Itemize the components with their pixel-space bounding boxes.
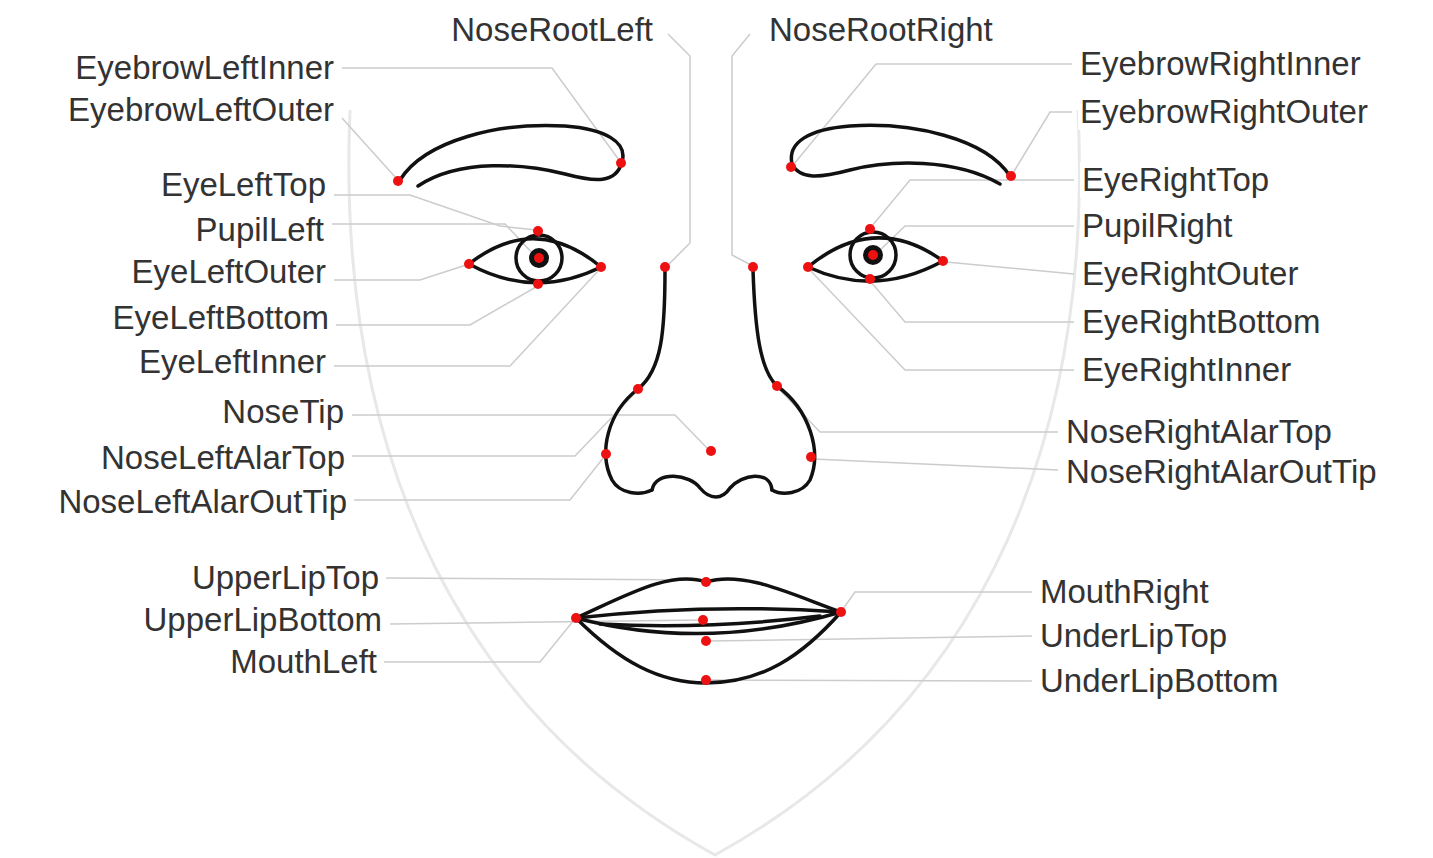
landmark-label: UnderLipTop: [1038, 618, 1229, 654]
landmark-label: NoseLeftAlarTop: [99, 440, 347, 476]
landmark-label: MouthRight: [1038, 574, 1211, 610]
landmark-label: EyebrowRightOuter: [1078, 94, 1370, 130]
landmark-label: NoseRootRight: [767, 12, 995, 48]
landmark-label: NoseLeftAlarOutTip: [56, 484, 349, 520]
leader-lines: [332, 34, 1074, 681]
landmark-label: EyebrowLeftInner: [73, 50, 336, 86]
landmark-label: EyeRightInner: [1080, 352, 1293, 388]
landmark-label: EyebrowLeftOuter: [66, 92, 336, 128]
landmark-label: EyeLeftBottom: [111, 300, 331, 336]
landmark-label: PupilLeft: [194, 212, 326, 248]
landmark-dots: [393, 158, 1016, 685]
landmark-label: EyeLeftTop: [159, 167, 328, 203]
facial-features: [400, 125, 1010, 683]
landmark-label: EyeLeftInner: [137, 344, 328, 380]
landmark-label: UpperLipTop: [190, 560, 381, 596]
landmark-label: EyeRightTop: [1080, 162, 1271, 198]
landmark-label: MouthLeft: [228, 644, 379, 680]
landmark-label: EyeRightOuter: [1080, 256, 1300, 292]
landmark-label: NoseRightAlarTop: [1064, 414, 1334, 450]
pupils: [529, 245, 883, 268]
landmark-label: UpperLipBottom: [142, 602, 384, 638]
landmark-label: UnderLipBottom: [1038, 663, 1280, 699]
landmark-label: EyeRightBottom: [1080, 304, 1322, 340]
landmark-label: NoseRootLeft: [449, 12, 655, 48]
landmark-label: EyebrowRightInner: [1078, 46, 1363, 82]
landmark-label: NoseTip: [220, 394, 346, 430]
landmark-label: PupilRight: [1080, 208, 1234, 244]
landmark-label: EyeLeftOuter: [130, 254, 328, 290]
face-outline: [349, 110, 1080, 855]
landmark-label: NoseRightAlarOutTip: [1064, 454, 1379, 490]
